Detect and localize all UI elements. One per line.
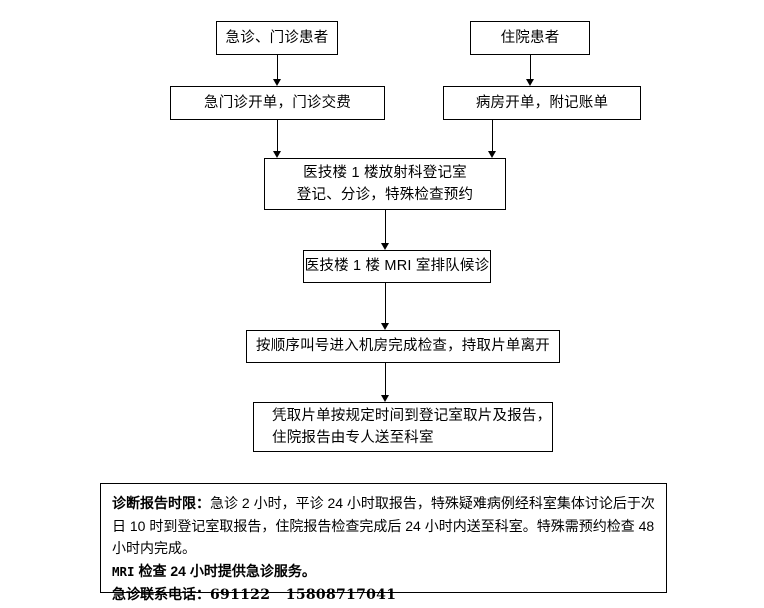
- arrowhead-outpatient-order: [272, 79, 281, 86]
- note-paragraph-contact: 急诊联系电话：691122 15808717041: [112, 583, 655, 607]
- arrowhead-queue: [380, 243, 389, 250]
- connector-registration-to-queue: [385, 210, 386, 243]
- node-exam-label: 按顺序叫号进入机房完成检查，持取片单离开: [256, 338, 550, 355]
- note-paragraph-emergency-service: MRI 检查 24 小时提供急诊服务。: [112, 560, 655, 583]
- node-inpatient-start[interactable]: 住院患者: [470, 21, 590, 55]
- node-outpatient-start[interactable]: 急诊、门诊患者: [216, 21, 338, 55]
- node-exam[interactable]: 按顺序叫号进入机房完成检查，持取片单离开: [246, 330, 560, 363]
- node-report-pickup-line2: 住院报告由专人送至科室: [272, 430, 434, 446]
- node-inpatient-start-label: 住院患者: [500, 29, 560, 46]
- arrowhead-exam: [380, 323, 389, 330]
- node-registration[interactable]: 医技楼 1 楼放射科登记室 登记、分诊，特殊检查预约: [264, 158, 506, 210]
- connector-inpatient-start-to-order: [530, 55, 531, 81]
- connector-outpatient-start-to-order: [277, 55, 278, 81]
- node-queue[interactable]: 医技楼 1 楼 MRI 室排队候诊: [303, 250, 491, 283]
- note-contact-label: 急诊联系电话：: [112, 585, 210, 602]
- node-outpatient-start-label: 急诊、门诊患者: [225, 29, 329, 46]
- node-report-pickup-line1: 凭取片单按规定时间到登记室取片及报告，: [272, 407, 552, 424]
- arrowhead-registration-right: [487, 151, 496, 158]
- arrowhead-inpatient-order: [525, 79, 534, 86]
- note-box: 诊断报告时限：急诊 2 小时，平诊 24 小时取报告，特殊疑难病例经科室集体讨论…: [100, 483, 667, 603]
- node-outpatient-order-label: 急门诊开单，门诊交费: [204, 94, 351, 111]
- node-outpatient-order[interactable]: 急门诊开单，门诊交费: [170, 86, 385, 120]
- node-report-pickup[interactable]: 凭取片单按规定时间到登记室取片及报告， 住院报告由专人送至科室: [253, 402, 553, 452]
- note-phone-separator: [270, 587, 286, 603]
- connector-outpatient-order-to-registration: [277, 120, 278, 151]
- node-queue-label: 医技楼 1 楼 MRI 室排队候诊: [304, 258, 490, 275]
- node-inpatient-order[interactable]: 病房开单，附记账单: [443, 86, 641, 120]
- node-registration-line2: 登记、分诊，特殊检查预约: [296, 187, 474, 203]
- node-inpatient-order-label: 病房开单，附记账单: [475, 94, 609, 111]
- arrowhead-report: [380, 395, 389, 402]
- note-phone-primary: 691122: [210, 586, 271, 603]
- connector-exam-to-report: [385, 363, 386, 395]
- note-report-deadline-body: 急诊 2 小时，平诊 24 小时取报告，特殊疑难病例经科室集体讨论后于次日 10…: [112, 495, 655, 557]
- note-paragraph-report-deadline: 诊断报告时限：急诊 2 小时，平诊 24 小时取报告，特殊疑难病例经科室集体讨论…: [112, 492, 655, 560]
- note-report-deadline-label: 诊断报告时限：: [112, 495, 210, 511]
- note-phone-mobile: 15808717041: [285, 586, 397, 603]
- note-emergency-service-body: 检查 24 小时提供急诊服务。: [134, 563, 316, 580]
- connector-queue-to-exam: [385, 283, 386, 323]
- note-mri-prefix: MRI: [112, 564, 135, 580]
- node-registration-line1: 医技楼 1 楼放射科登记室: [303, 164, 467, 181]
- connector-inpatient-order-to-registration: [492, 120, 493, 151]
- arrowhead-registration-left: [272, 151, 281, 158]
